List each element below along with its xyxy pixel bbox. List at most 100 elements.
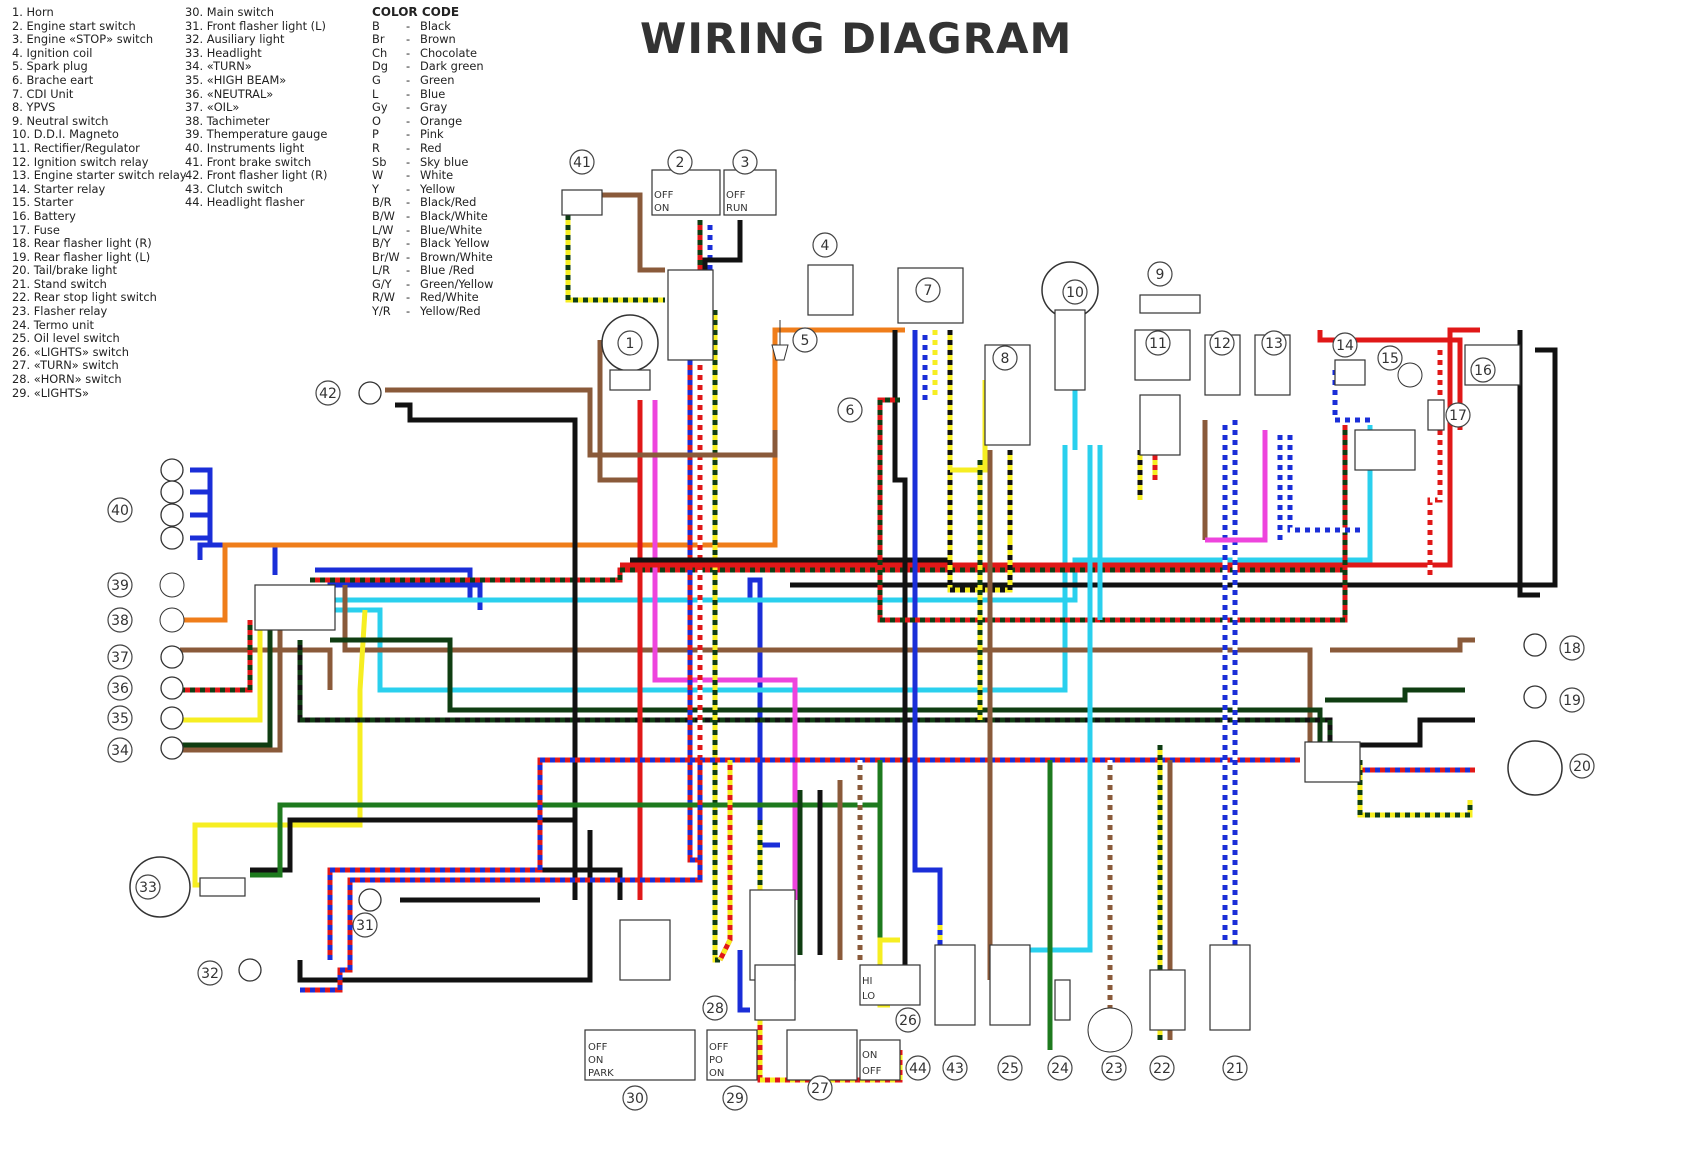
color-code: B/W [372, 208, 395, 223]
component-number: 35 [111, 711, 129, 727]
rear-flasher-light-l [1523, 685, 1547, 709]
color-code-row: Br-Brown [372, 32, 493, 47]
indicator-lamp-bulb [160, 706, 184, 730]
component-number: 19 [1563, 693, 1581, 709]
wire-black [892, 330, 908, 1000]
component-number-badge [1145, 330, 1171, 356]
component-number: 28 [706, 1001, 724, 1017]
switch-label: OFF [726, 190, 746, 201]
component-number-badge [812, 232, 838, 258]
wire-blue [197, 542, 278, 575]
component-number: 37 [111, 650, 129, 666]
switch-label: ON [709, 1068, 724, 1079]
legend-item-10: 39. Themperature gauge [185, 127, 328, 142]
component-number-badge [1261, 330, 1287, 356]
wire-stripe-blue [687, 320, 700, 863]
legend-item-6: 6. Brache eart [12, 72, 94, 87]
wire-brown [1330, 637, 1475, 653]
separator: - [406, 249, 411, 264]
legend-item-7: 36. «NEUTRAL» [185, 86, 274, 101]
legend-item-23: 23. Flasher relay [12, 304, 108, 319]
color-code: G/Y [372, 276, 392, 291]
component-number: 26 [899, 1013, 917, 1029]
main-switch [584, 1029, 696, 1081]
starter-connector [1354, 429, 1416, 471]
component-number-badge [905, 1055, 931, 1081]
color-code-row: B/W-Black/White [372, 208, 493, 224]
component-number: 14 [1336, 338, 1354, 354]
color-code-row: R-Red [372, 141, 493, 156]
wire-brown [597, 340, 643, 900]
legend-item-2: 31. Front flasher light (L) [185, 18, 326, 33]
component-number-badge [895, 1007, 921, 1033]
wire-yellow-dark_green [565, 215, 665, 303]
legend-item-12: 12. Ignition switch relay [12, 154, 149, 169]
temperature-gauge [159, 572, 185, 598]
component-number: 38 [111, 613, 129, 629]
color-name: Yellow [420, 181, 456, 196]
front-flasher-light-r [358, 381, 382, 405]
color-code-row: L-Blue [372, 86, 493, 102]
separator: - [406, 276, 411, 291]
separator: - [406, 290, 411, 305]
separator: - [406, 236, 411, 251]
color-name: Red/White [420, 290, 479, 305]
horn-switch [754, 964, 796, 1021]
separator: - [406, 304, 411, 319]
wire-red [620, 327, 1480, 568]
wire-dark_green [1325, 687, 1465, 703]
wire-brown [180, 647, 333, 690]
component-number: 21 [1226, 1061, 1244, 1077]
component-number-badge [1332, 332, 1358, 358]
component-number-badge [315, 380, 341, 406]
component-number: 40 [111, 503, 129, 519]
legend-item-20: 20. Tail/brake light [12, 263, 117, 278]
wire-brown [385, 387, 778, 458]
engine-stop-switch [723, 169, 777, 216]
component-number-badge [622, 1085, 648, 1111]
switch-label: ON [588, 1055, 603, 1066]
rear-flasher-light-r [1523, 633, 1547, 657]
color-code-header: COLOR CODE [372, 5, 460, 19]
color-name: Blue [420, 86, 446, 101]
starter-relay [1334, 359, 1366, 386]
wire-red-dark_green [310, 425, 1348, 583]
switch-label: OFF [709, 1042, 729, 1053]
component-number: 29 [726, 1091, 744, 1107]
component-number-badge [1445, 402, 1471, 428]
color-name: Green [420, 72, 455, 87]
component-number-badge [1147, 261, 1173, 287]
lights-switch [706, 1029, 758, 1081]
wire-red-white [1427, 345, 1443, 580]
color-code: B/Y [372, 236, 391, 251]
legend-item-5: 5. Spark plug [12, 59, 88, 74]
legend-item-14: 14. Starter relay [12, 181, 106, 196]
color-name: Gray [420, 100, 448, 115]
color-code: Y/R [372, 304, 391, 319]
main-switch-connector [619, 919, 671, 981]
indicator-lamp-bulb [160, 645, 184, 669]
color-code: R/W [372, 290, 396, 305]
separator: - [406, 32, 411, 47]
legend-item-11: 40. Instruments light [185, 140, 305, 155]
legend-item-10: 10. D.D.I. Magneto [12, 127, 119, 142]
component-number-badge [942, 1055, 968, 1081]
switch-label: OFF [588, 1042, 608, 1053]
color-name: Yellow/Red [420, 304, 481, 319]
wire-black [1517, 330, 1540, 598]
color-code-row: Sb-Sky blue [372, 155, 493, 170]
color-code-row: Ch-Chocolate [372, 46, 493, 61]
component-number: 10 [1066, 285, 1084, 301]
wire-stripe-white [1427, 345, 1443, 580]
legend-item-1: 30. Main switch [185, 5, 274, 19]
color-code-row: B/R-Black/Red [372, 196, 493, 210]
rectifier-connector [1139, 394, 1181, 456]
color-code: Br/W [372, 249, 400, 264]
component-number: 30 [626, 1091, 644, 1107]
component-number: 12 [1213, 336, 1231, 352]
color-name: Black/Red [420, 195, 477, 210]
component-number: 31 [356, 918, 374, 934]
